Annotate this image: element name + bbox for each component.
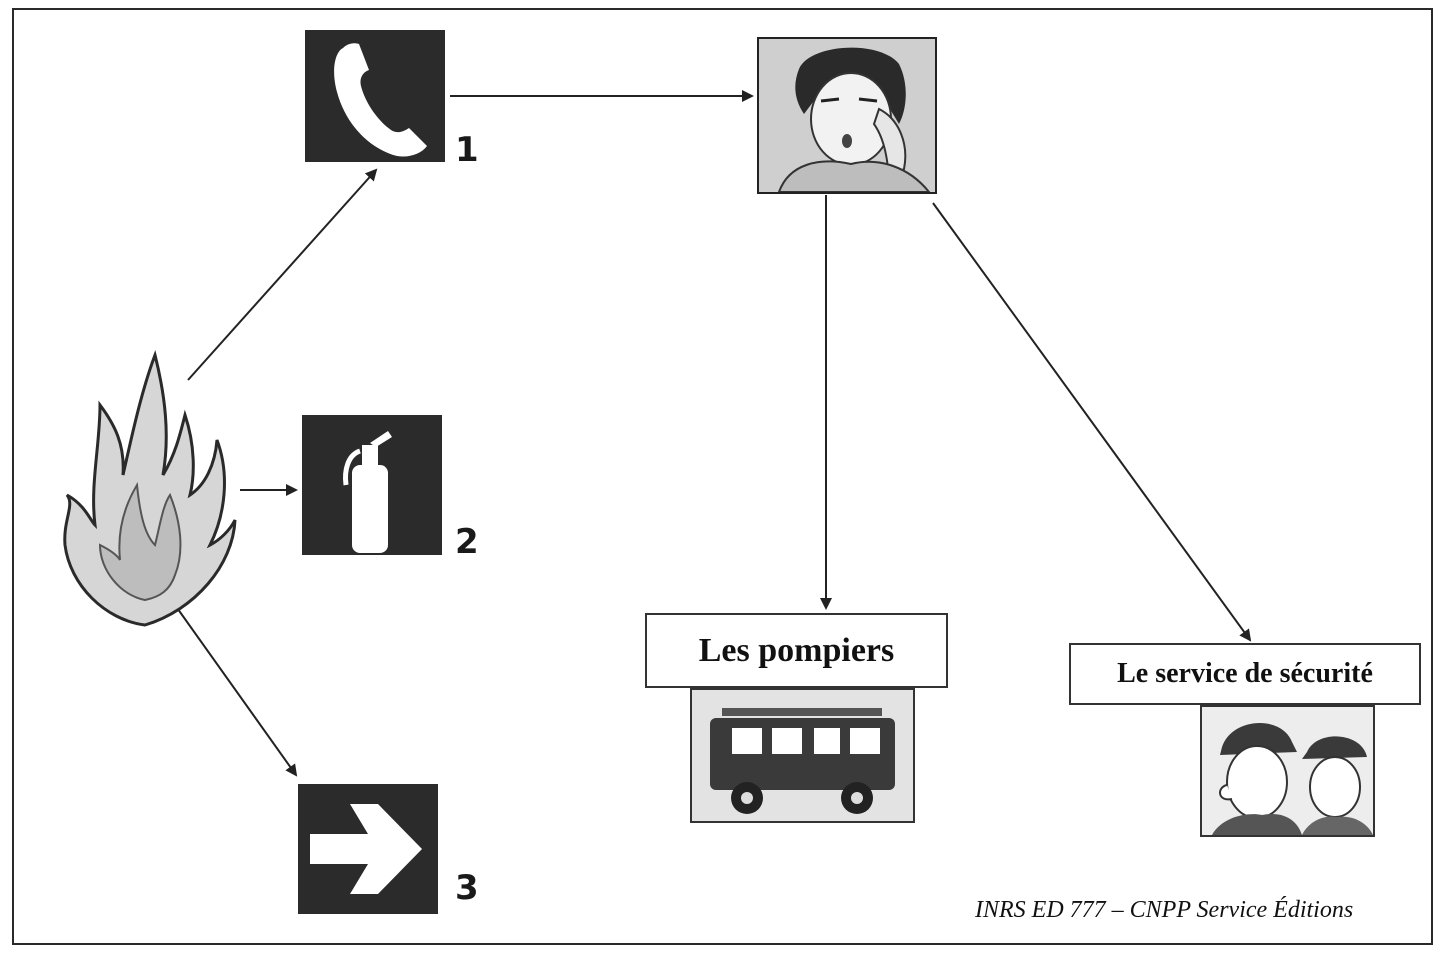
exit-arrow-icon: [310, 804, 422, 894]
security-service-label: Le service de sécurité: [1069, 643, 1421, 705]
arrow-operator-to-security: [932, 202, 1252, 642]
firefighters-label: Les pompiers: [645, 613, 948, 688]
fire-icon: [45, 345, 245, 630]
source-caption: INRS ED 777 – CNPP Service Éditions: [975, 897, 1354, 923]
fire-truck-icon: [690, 688, 915, 823]
arrow-fire-to-phone: [187, 168, 378, 381]
telephone-icon: [334, 43, 427, 157]
person-on-phone-icon: [757, 37, 937, 194]
step-2-extinguisher-tile: [302, 415, 442, 555]
step-1-number: 1: [455, 130, 479, 170]
arrow-fire-to-exit: [174, 604, 298, 777]
security-guards-icon: [1200, 705, 1375, 837]
fire-extinguisher-icon: [343, 431, 392, 553]
step-2-number: 2: [455, 522, 479, 562]
step-1-telephone-tile: [305, 30, 445, 162]
step-3-number: 3: [455, 868, 479, 908]
diagram-frame: [12, 8, 1433, 945]
step-3-exit-tile: [298, 784, 438, 914]
